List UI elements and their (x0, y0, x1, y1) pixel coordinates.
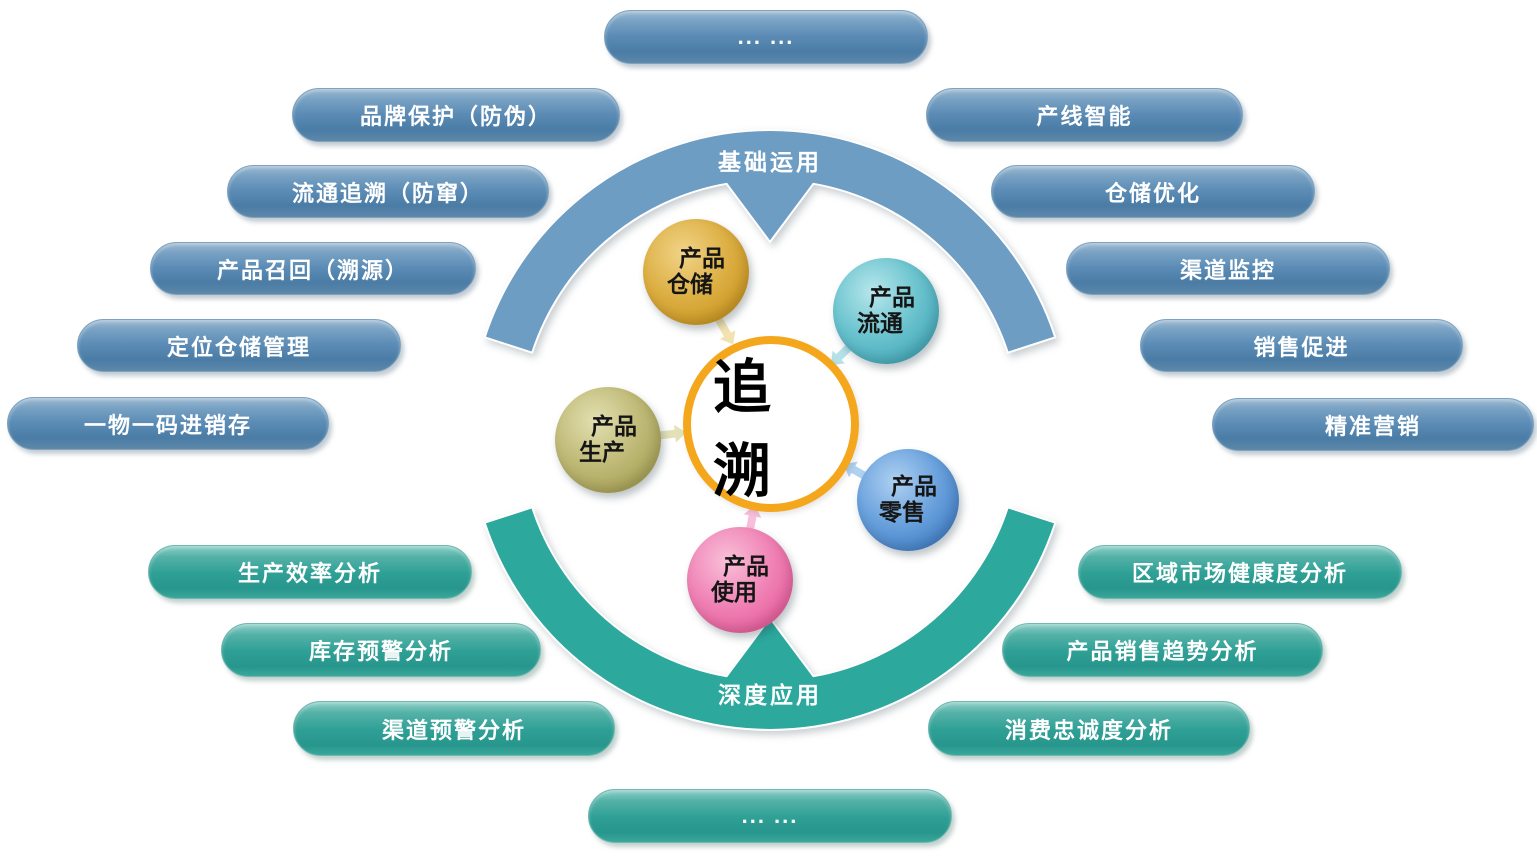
node-label-line2: 流通 (857, 310, 903, 336)
node-product-production: 产品 生产 (555, 387, 661, 493)
deep-pill-consumer-loyalty: 消费忠诚度分析 (928, 701, 1250, 756)
basic-pill-one-item-one-code: 一物一码进销存 (7, 397, 329, 450)
deep-pill-inventory-warning: 库存预警分析 (221, 623, 541, 677)
node-label-line2: 零售 (879, 499, 925, 525)
deep-pill-more-bottom: ... ... (588, 789, 952, 843)
basic-pill-line-intelligence: 产线智能 (926, 88, 1243, 142)
arrow-warehousing-to-center (712, 314, 738, 348)
basic-pill-more-top: ... ... (604, 10, 928, 64)
deep-pill-production-efficiency: 生产效率分析 (148, 545, 472, 599)
node-label-line2: 使用 (711, 579, 757, 605)
node-label-line1: 产品 (891, 473, 937, 500)
node-product-circulation: 产品 流通 (833, 258, 939, 364)
basic-pill-circulation-trace: 流通追溯（防窜） (227, 165, 549, 218)
basic-arc-band (483, 129, 1057, 354)
node-product-retail: 产品 零售 (857, 449, 959, 551)
basic-pill-sales-promotion: 销售促进 (1140, 319, 1463, 372)
deep-pill-channel-warning: 渠道预警分析 (293, 701, 615, 756)
basic-pill-warehouse-location: 定位仓储管理 (77, 319, 401, 372)
basic-pill-storage-optimization: 仓储优化 (991, 165, 1315, 218)
node-label-line1: 产品 (679, 245, 725, 272)
deep-arc-label: 深度应用 (718, 682, 822, 708)
node-label-line2: 仓储 (667, 271, 713, 297)
node-product-warehousing: 产品 仓储 (643, 219, 749, 325)
basic-arc-label: 基础运用 (718, 149, 822, 175)
node-product-usage: 产品 使用 (687, 527, 793, 633)
basic-pill-precision-marketing: 精准营销 (1212, 398, 1534, 451)
node-label-line1: 产品 (723, 553, 769, 580)
node-label-line1: 产品 (869, 284, 915, 311)
node-label-line2: 生产 (579, 439, 625, 465)
basic-pill-brand-protection: 品牌保护（防伪） (292, 88, 620, 142)
deep-pill-regional-market-health: 区域市场健康度分析 (1078, 545, 1402, 599)
basic-pill-product-recall: 产品召回（溯源） (150, 242, 476, 295)
basic-pill-channel-monitoring: 渠道监控 (1066, 242, 1390, 295)
node-label-line1: 产品 (591, 413, 637, 440)
deep-pill-sales-trend: 产品销售趋势分析 (1002, 623, 1323, 677)
center-node-traceability: 追溯 (683, 336, 859, 512)
center-label: 追溯 (713, 355, 794, 504)
